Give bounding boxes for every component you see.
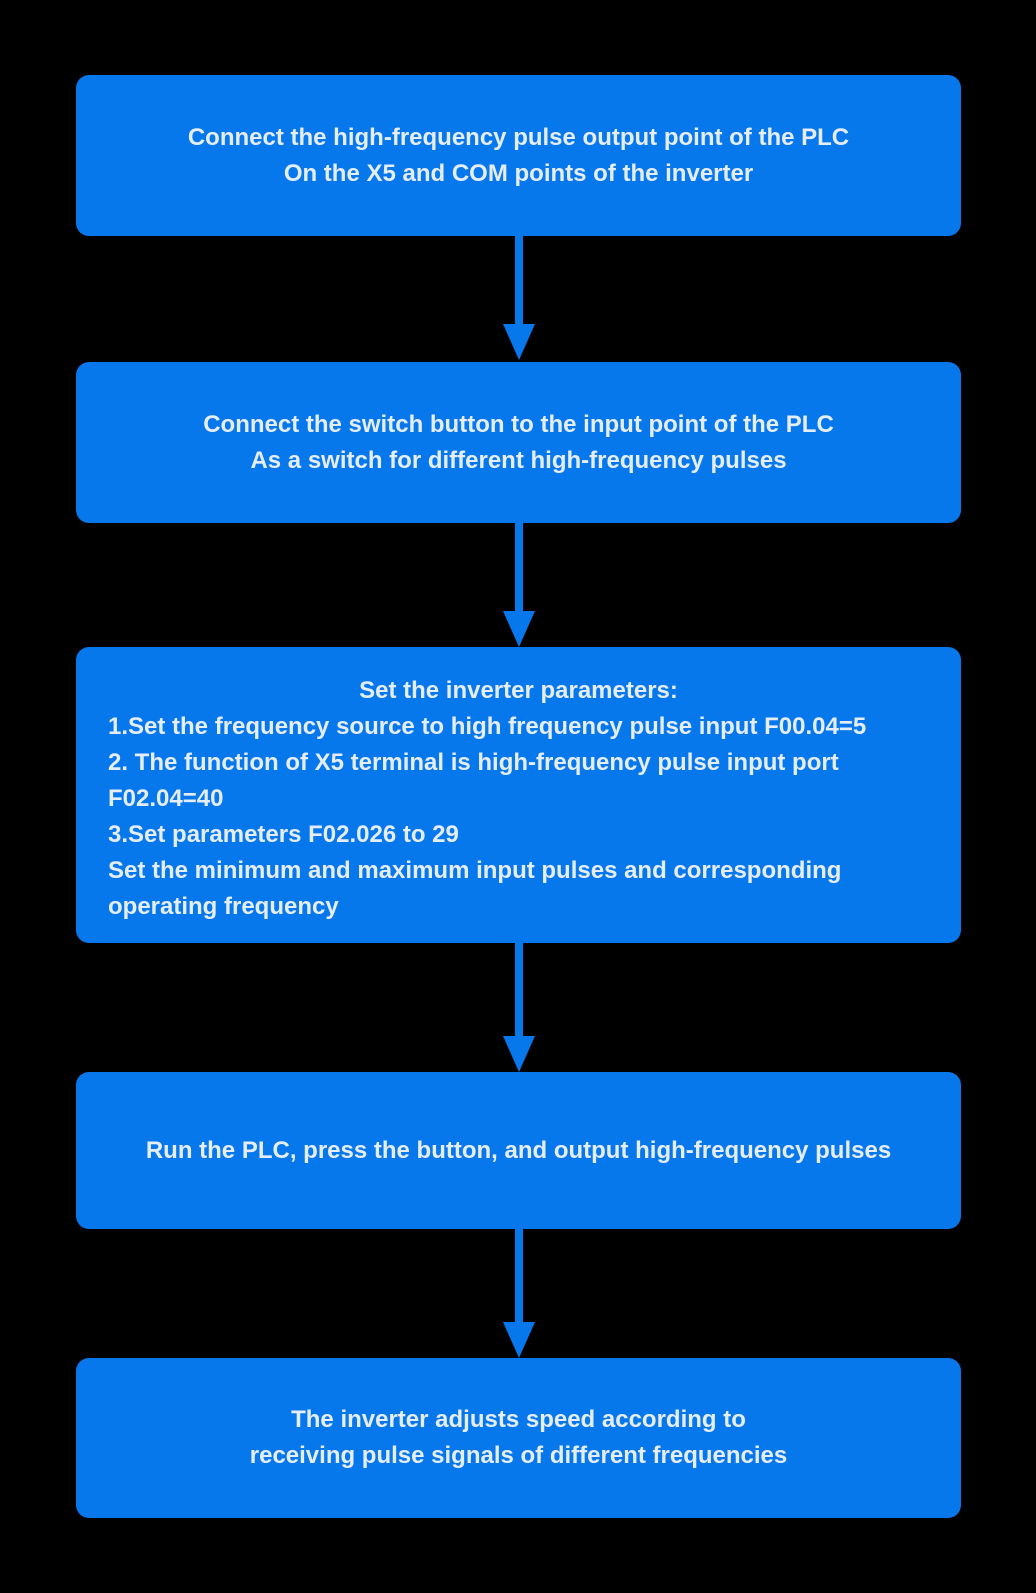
flow-step-2-line-1: Connect the switch button to the input p… xyxy=(203,410,834,438)
flow-step-3-line-6: operating frequency xyxy=(108,893,339,920)
arrow-stem xyxy=(515,943,523,1036)
flow-step-1: Connect the high-frequency pulse output … xyxy=(76,75,961,236)
flow-step-3-line-3: F02.04=40 xyxy=(108,785,224,812)
arrow-down-icon xyxy=(503,1229,535,1358)
arrow-stem xyxy=(515,1229,523,1322)
flow-step-1-line-1: Connect the high-frequency pulse output … xyxy=(187,123,850,151)
flow-step-4-line-1: Run the PLC, press the button, and outpu… xyxy=(145,1136,892,1164)
arrow-head xyxy=(503,1036,535,1072)
flow-step-3-title: Set the inverter parameters: xyxy=(359,677,678,704)
flow-step-2: Connect the switch button to the input p… xyxy=(76,362,961,523)
flow-step-4: Run the PLC, press the button, and outpu… xyxy=(76,1072,961,1229)
flow-step-5: The inverter adjusts speed according to … xyxy=(76,1358,961,1518)
flow-step-5-line-2: receiving pulse signals of different fre… xyxy=(249,1442,788,1469)
arrow-head xyxy=(503,1322,535,1358)
flow-step-1-line-2: On the X5 and COM points of the inverter xyxy=(283,159,754,187)
arrow-stem xyxy=(515,236,523,324)
flow-step-3-line-2: 2. The function of X5 terminal is high-f… xyxy=(108,749,839,776)
flow-step-2-line-2: As a switch for different high-frequency… xyxy=(250,446,787,474)
flow-step-3: Set the inverter parameters: 1.Set the f… xyxy=(76,647,961,943)
flow-step-3-line-1: 1.Set the frequency source to high frequ… xyxy=(108,713,867,740)
flow-step-5-line-1: The inverter adjusts speed according to xyxy=(291,1406,746,1433)
flow-step-3-line-4: 3.Set parameters F02.026 to 29 xyxy=(108,821,459,848)
flow-step-3-line-5: Set the minimum and maximum input pulses… xyxy=(108,857,842,884)
arrow-stem xyxy=(515,523,523,611)
arrow-head xyxy=(503,324,535,360)
arrow-head xyxy=(503,611,535,647)
arrow-down-icon xyxy=(503,236,535,360)
arrow-down-icon xyxy=(503,523,535,647)
arrow-down-icon xyxy=(503,943,535,1072)
